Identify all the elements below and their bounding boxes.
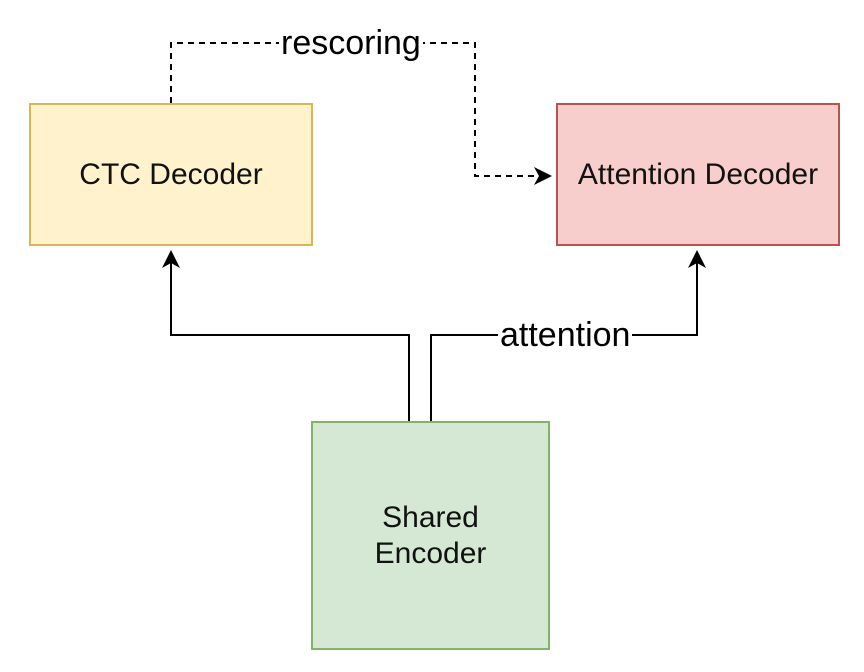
attention-edge-label: attention [498, 316, 633, 354]
edge-rescoring [170, 42, 552, 185]
shared-encoder-label-line1: Shared [382, 500, 479, 534]
attention-decoder-node: Attention Decoder [556, 103, 840, 246]
shared-encoder-node: Shared Encoder [311, 421, 550, 650]
edge-encoder-to-ctc [162, 250, 410, 421]
ctc-decoder-label: CTC Decoder [79, 157, 263, 191]
rescoring-edge-label: rescoring [279, 24, 423, 62]
ctc-decoder-node: CTC Decoder [29, 103, 313, 246]
attention-decoder-label: Attention Decoder [577, 157, 819, 191]
shared-encoder-label-line2: Encoder [374, 536, 487, 570]
